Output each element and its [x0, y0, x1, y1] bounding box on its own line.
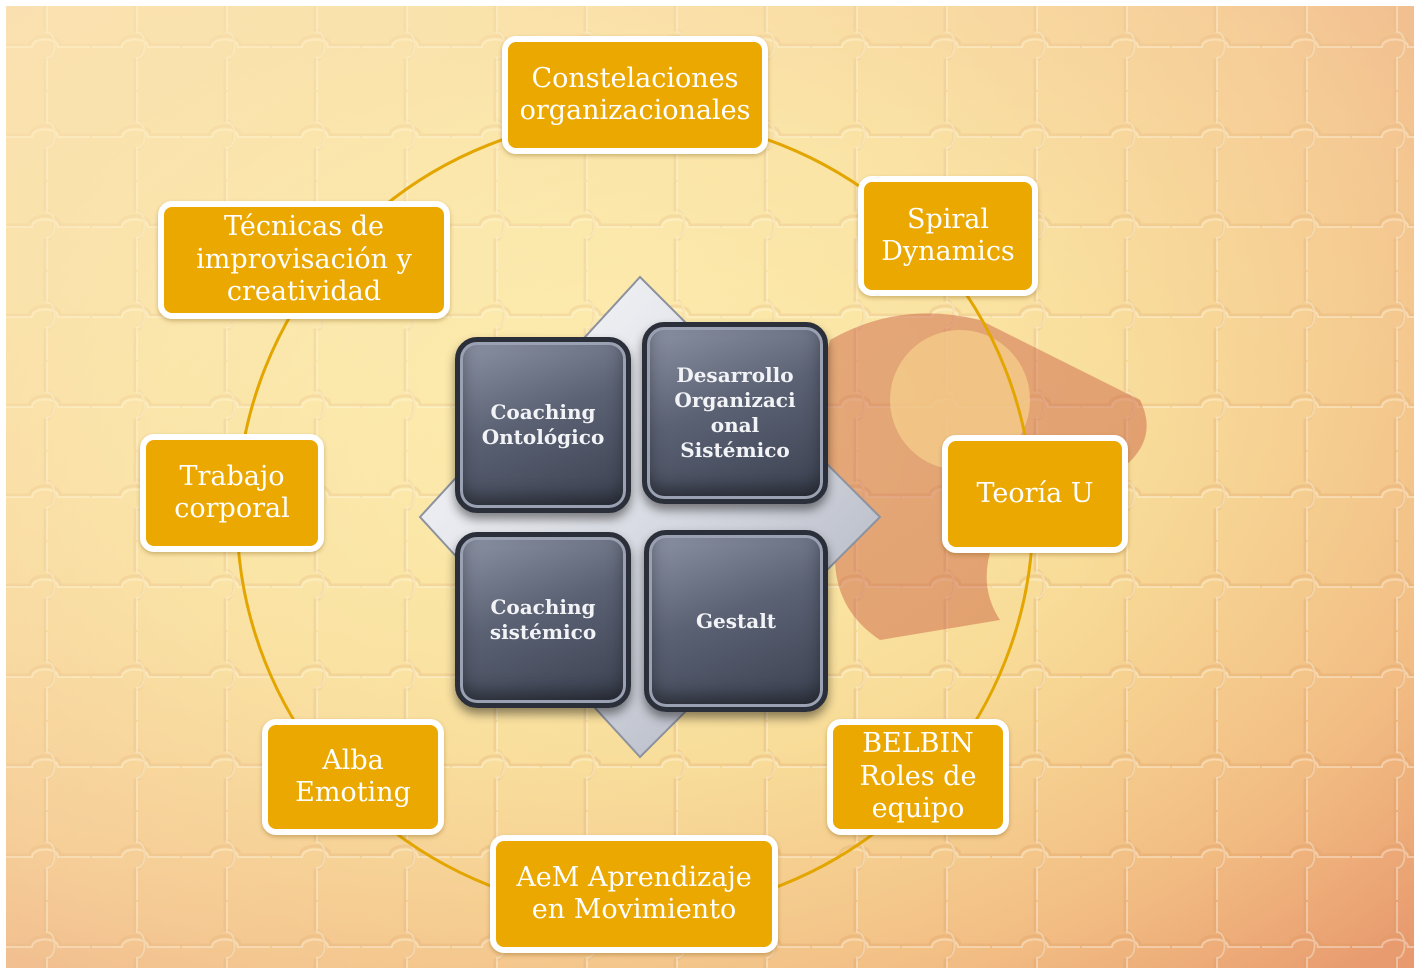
tile-label: Coaching Ontológico	[481, 400, 605, 449]
tile-coaching-sistemico: Coaching sistémico	[455, 532, 631, 708]
tile-coaching-ontologico: Coaching Ontológico	[455, 337, 631, 513]
node-label: Spiral Dynamics	[881, 203, 1015, 267]
node-teoria-u: Teoría U	[942, 435, 1128, 553]
node-label: Trabajo corporal	[174, 460, 290, 524]
tile-desarrollo-organizacional: Desarrollo Organizaci onal Sistémico	[642, 322, 828, 504]
node-aem: AeM Aprendizaje en Movimiento	[490, 835, 778, 953]
node-label: Técnicas de improvisación y creatividad	[196, 211, 412, 308]
node-label: Constelaciones organizacionales	[519, 62, 751, 126]
node-trabajo-corporal: Trabajo corporal	[140, 434, 324, 552]
node-label: AeM Aprendizaje en Movimiento	[516, 861, 752, 925]
node-spiral-dynamics: Spiral Dynamics	[858, 176, 1038, 296]
node-belbin: BELBIN Roles de equipo	[827, 719, 1009, 835]
tile-label: Gestalt	[695, 608, 777, 633]
node-label: Teoría U	[976, 477, 1094, 509]
node-tecnicas-improvisacion: Técnicas de improvisación y creatividad	[158, 201, 450, 319]
node-label: BELBIN Roles de equipo	[859, 728, 977, 825]
node-alba-emoting: Alba Emoting	[262, 719, 444, 835]
tile-label: Desarrollo Organizaci onal Sistémico	[674, 363, 796, 462]
tile-gestalt: Gestalt	[644, 530, 828, 712]
tile-label: Coaching sistémico	[489, 595, 597, 644]
node-label: Alba Emoting	[295, 744, 411, 808]
node-constelaciones: Constelaciones organizacionales	[502, 36, 768, 154]
